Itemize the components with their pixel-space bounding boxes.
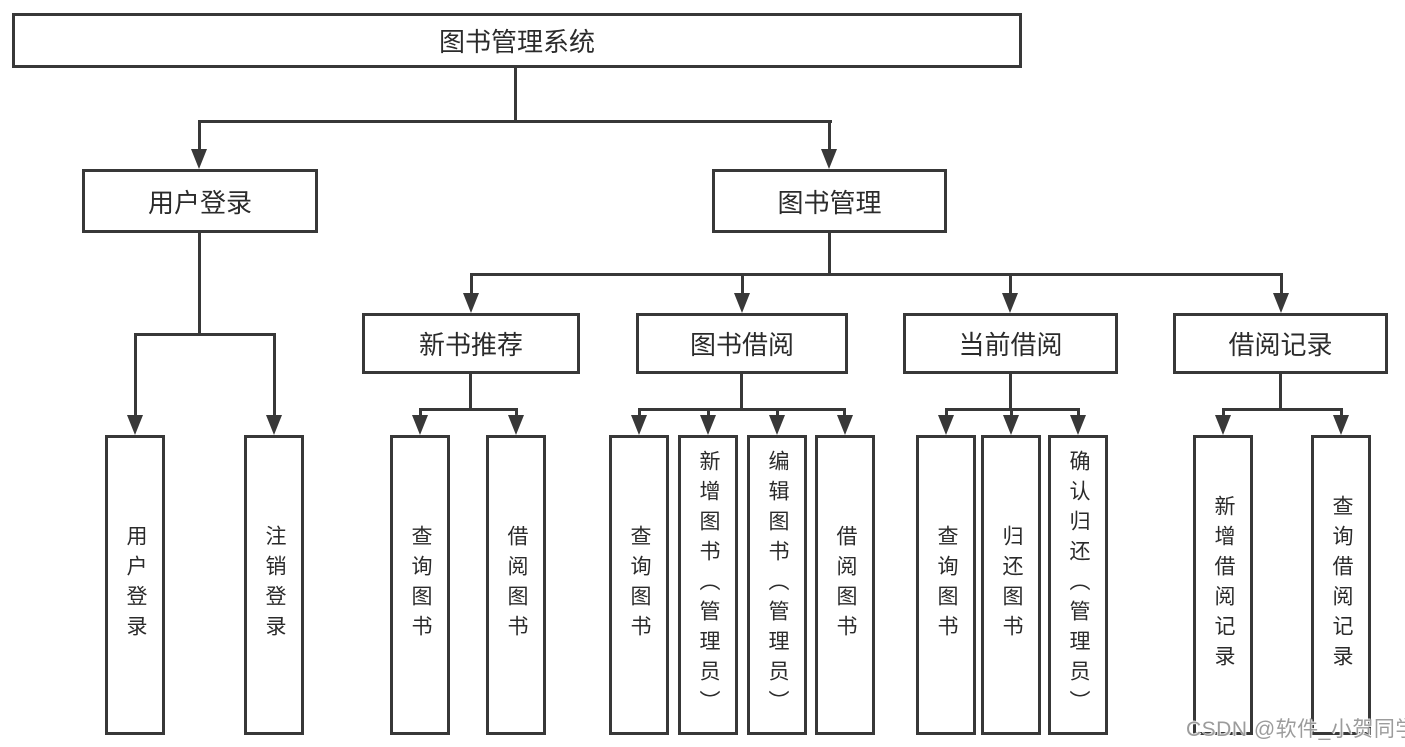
v-line (1280, 273, 1283, 295)
h-line (134, 333, 276, 336)
node-label: 图书管理 (777, 187, 882, 218)
leaf-br-add-borrow-record: 新增借阅记录 (1193, 435, 1253, 735)
leaf-logout: 注销登录 (244, 435, 304, 735)
leaf-cb-return-books: 归还图书 (981, 435, 1041, 735)
leaf-bb-edit-books-admin: 编辑图书（管理员） (747, 435, 807, 735)
v-line (776, 408, 779, 417)
arrow-down-icon (631, 415, 647, 435)
arrow-down-icon (837, 415, 853, 435)
node-label: 新书推荐 (418, 330, 523, 360)
node-label: 编辑图书（管理员） (766, 450, 789, 720)
node-label: 当前借阅 (958, 330, 1063, 360)
v-line (741, 273, 744, 295)
arrow-down-icon (734, 293, 750, 313)
arrow-down-icon (700, 415, 716, 435)
node-user-login: 用户登录 (82, 169, 318, 233)
node-label: 确认归还（管理员） (1067, 450, 1090, 720)
node-label: 查询图书 (628, 525, 651, 645)
node-label: 借阅记录 (1228, 330, 1333, 360)
v-line (945, 408, 948, 417)
v-line (1009, 273, 1012, 295)
leaf-cb-query-books: 查询图书 (916, 435, 976, 735)
h-line (470, 273, 1283, 276)
arrow-down-icon (266, 415, 282, 435)
v-line (707, 408, 710, 417)
arrow-down-icon (1333, 415, 1349, 435)
v-line (198, 232, 201, 336)
v-line (740, 374, 743, 411)
arrow-down-icon (508, 415, 524, 435)
v-line (470, 273, 473, 295)
v-line (1010, 408, 1013, 417)
watermark: CSDN @软件_小贺同学 (1186, 718, 1405, 741)
arrow-down-icon (127, 415, 143, 435)
arrow-down-icon (1003, 415, 1019, 435)
v-line (515, 408, 518, 417)
arrow-down-icon (1215, 415, 1231, 435)
arrow-down-icon (821, 149, 837, 169)
leaf-nbr-borrow-books: 借阅图书 (486, 435, 546, 735)
node-label: 用户登录 (124, 525, 147, 645)
node-borrowing-records: 借阅记录 (1173, 313, 1388, 374)
arrow-down-icon (938, 415, 954, 435)
arrow-down-icon (1273, 293, 1289, 313)
arrow-down-icon (463, 293, 479, 313)
arrow-down-icon (1002, 293, 1018, 313)
leaf-cb-confirm-return-admin: 确认归还（管理员） (1048, 435, 1108, 735)
v-line (828, 233, 831, 276)
node-current-borrowing: 当前借阅 (903, 313, 1118, 374)
v-line (1222, 408, 1225, 417)
node-book-borrowing: 图书借阅 (636, 313, 848, 374)
node-library-system: 图书管理系统 (12, 13, 1022, 68)
v-line (1279, 374, 1282, 411)
node-label: 新增借阅记录 (1212, 495, 1235, 675)
v-line (514, 68, 517, 123)
node-label: 查询图书 (935, 525, 958, 645)
node-book-management: 图书管理 (712, 169, 947, 233)
v-line (273, 333, 276, 417)
v-line (638, 408, 641, 417)
node-label: 图书借阅 (689, 330, 794, 360)
v-line (419, 408, 422, 417)
leaf-bb-add-books-admin: 新增图书（管理员） (678, 435, 738, 735)
node-label: 借阅图书 (834, 525, 857, 645)
h-line (1222, 408, 1343, 411)
h-line (198, 120, 832, 123)
v-line (1077, 408, 1080, 417)
v-line (1009, 374, 1012, 411)
h-line (419, 408, 518, 411)
leaf-bb-query-books: 查询图书 (609, 435, 669, 735)
node-label: 新增图书（管理员） (697, 450, 720, 720)
node-label: 图书管理系统 (438, 27, 595, 57)
arrow-down-icon (191, 149, 207, 169)
v-line (469, 374, 472, 411)
arrow-down-icon (412, 415, 428, 435)
v-line (1340, 408, 1343, 417)
leaf-bb-borrow-books: 借阅图书 (815, 435, 875, 735)
node-new-book-recommendation: 新书推荐 (362, 313, 580, 374)
node-label: 注销登录 (263, 525, 286, 645)
v-line (134, 333, 137, 417)
node-label: 归还图书 (1000, 525, 1023, 645)
arrow-down-icon (1070, 415, 1086, 435)
v-line (843, 408, 846, 417)
node-label: 查询借阅记录 (1330, 495, 1353, 675)
leaf-br-query-borrow-record: 查询借阅记录 (1311, 435, 1371, 735)
node-label: 借阅图书 (505, 525, 528, 645)
v-line (198, 120, 201, 151)
arrow-down-icon (769, 415, 785, 435)
leaf-nbr-query-books: 查询图书 (390, 435, 450, 735)
node-label: 用户登录 (147, 187, 252, 218)
h-line (638, 408, 846, 411)
v-line (828, 120, 831, 151)
node-label: 查询图书 (409, 525, 432, 645)
leaf-user-login: 用户登录 (105, 435, 165, 735)
